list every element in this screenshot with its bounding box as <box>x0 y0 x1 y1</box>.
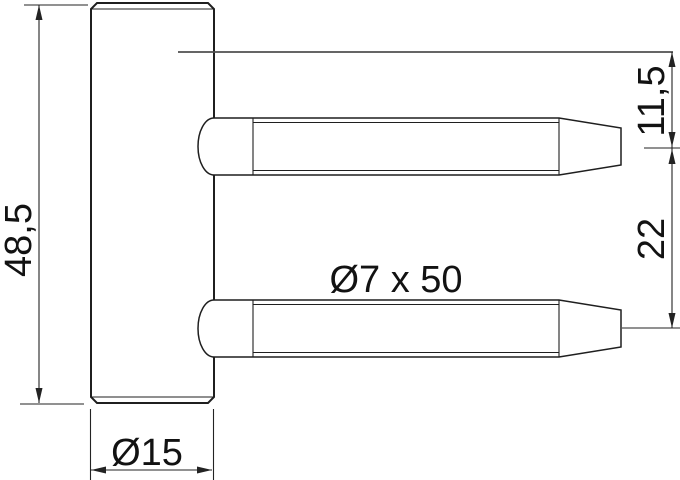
diameter-arrow-left <box>91 466 106 474</box>
spacing-arrow-down <box>668 313 676 328</box>
spacing-label: 22 <box>631 218 673 260</box>
height-arrow-up <box>35 5 43 20</box>
lower-pin <box>197 299 622 358</box>
lower-pin-cap-arc <box>197 299 215 358</box>
diameter-label: Ø15 <box>111 432 183 474</box>
height-arrow-down <box>35 388 43 403</box>
lower-pin-outline <box>214 299 622 358</box>
offset-label: 11,5 <box>631 65 673 136</box>
part-body <box>90 2 215 404</box>
offset-arrow-up <box>668 52 676 67</box>
height-label: 48,5 <box>0 203 40 277</box>
dimension-pin-spacing: 22 <box>622 148 680 329</box>
diameter-arrow-right <box>197 466 212 474</box>
upper-pin-outline <box>214 117 622 176</box>
pin-spec-label: Ø7 x 50 <box>329 259 462 301</box>
offset-arrow-down <box>668 132 676 147</box>
body-outline <box>90 2 215 404</box>
upper-pin-cap-arc <box>197 117 215 176</box>
upper-pin <box>197 117 622 176</box>
dimension-body-diameter: Ø15 <box>89 409 215 480</box>
dimension-top-pin-offset: 11,5 <box>631 52 680 149</box>
spacing-arrow-up <box>668 149 676 164</box>
dimension-overall-height: 48,5 <box>0 4 88 405</box>
